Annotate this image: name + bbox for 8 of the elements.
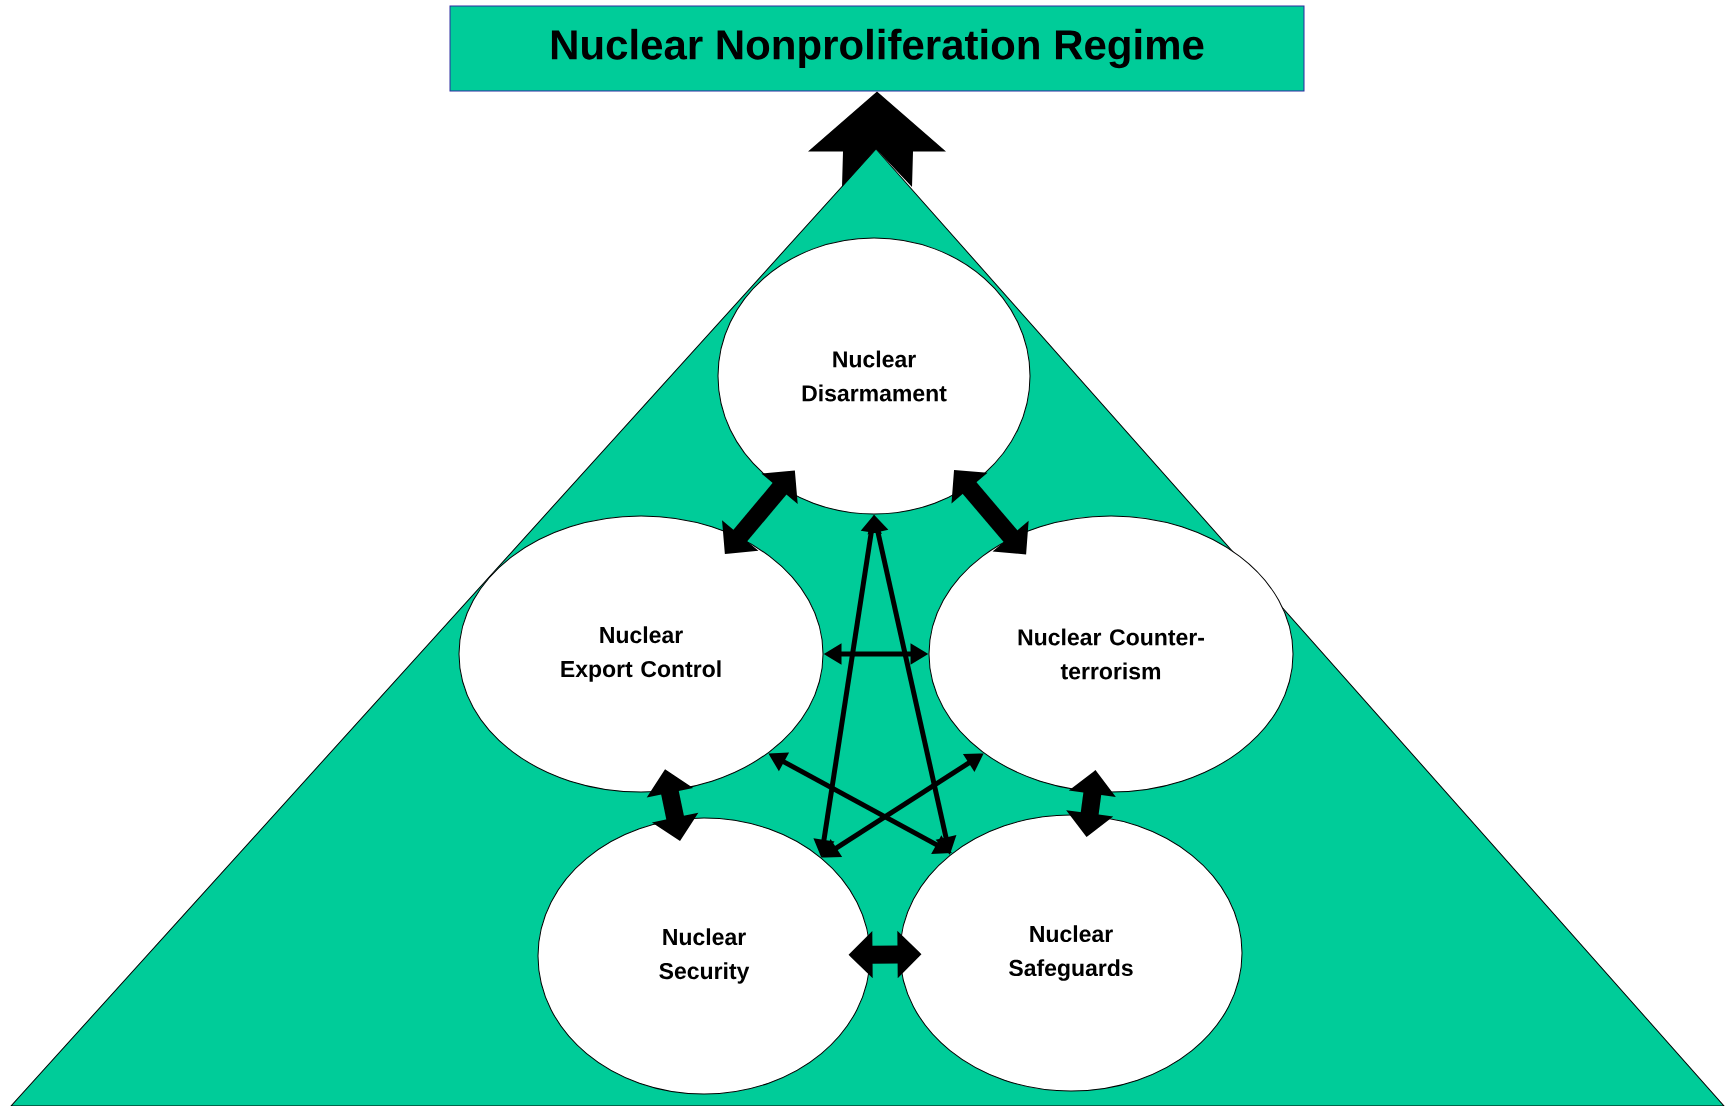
ellipse-node: Nuclear Security <box>537 817 871 1095</box>
ellipse-node: Nuclear Export Control <box>458 515 824 793</box>
block-arrow <box>808 91 946 187</box>
ellipse-node: Nuclear Safeguards <box>899 814 1243 1092</box>
ellipse-node: Nuclear Disarmament <box>717 237 1031 515</box>
double-arrow <box>722 470 798 554</box>
ellipse-node: Nuclear Counter-terrorism <box>928 515 1294 793</box>
title-box: Nuclear Nonproliferation Regime <box>449 5 1305 92</box>
